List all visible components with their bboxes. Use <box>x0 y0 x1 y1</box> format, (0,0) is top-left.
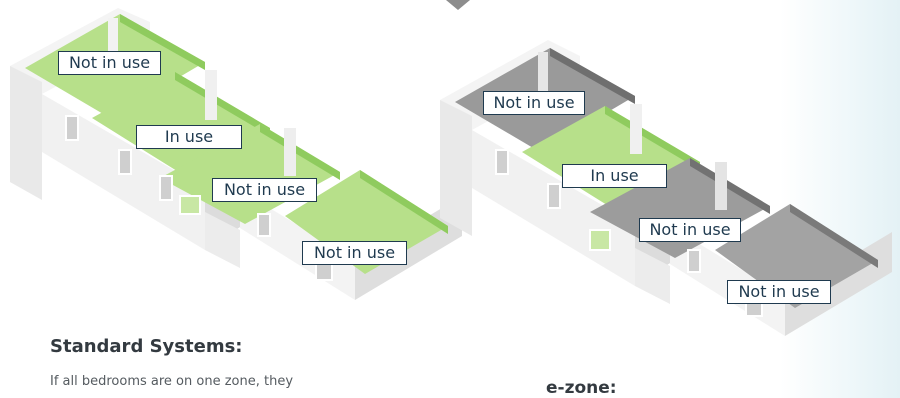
ezone-room-3 <box>590 158 770 258</box>
top-fragment <box>446 0 470 10</box>
background-gradient <box>780 0 900 398</box>
standard-systems-text: If all bedrooms are on one zone, they <box>50 374 294 389</box>
ezone-heading: e-zone: <box>546 378 617 398</box>
standard-room-3-label: Not in use <box>212 178 317 202</box>
ezone-room-4-label: Not in use <box>727 280 831 304</box>
standard-room-4-label: Not in use <box>302 241 407 265</box>
standard-room-2-label: In use <box>136 125 242 149</box>
standard-room-3 <box>160 124 340 224</box>
ezone-room-1-label: Not in use <box>483 91 585 115</box>
ezone-room-2-label: In use <box>562 164 667 188</box>
ezone-room-4 <box>715 204 878 308</box>
ezone-room-3-label: Not in use <box>639 218 741 242</box>
standard-room-4 <box>285 170 448 274</box>
standard-room-1-label: Not in use <box>58 51 161 75</box>
standard-systems-heading: Standard Systems: <box>50 336 243 357</box>
